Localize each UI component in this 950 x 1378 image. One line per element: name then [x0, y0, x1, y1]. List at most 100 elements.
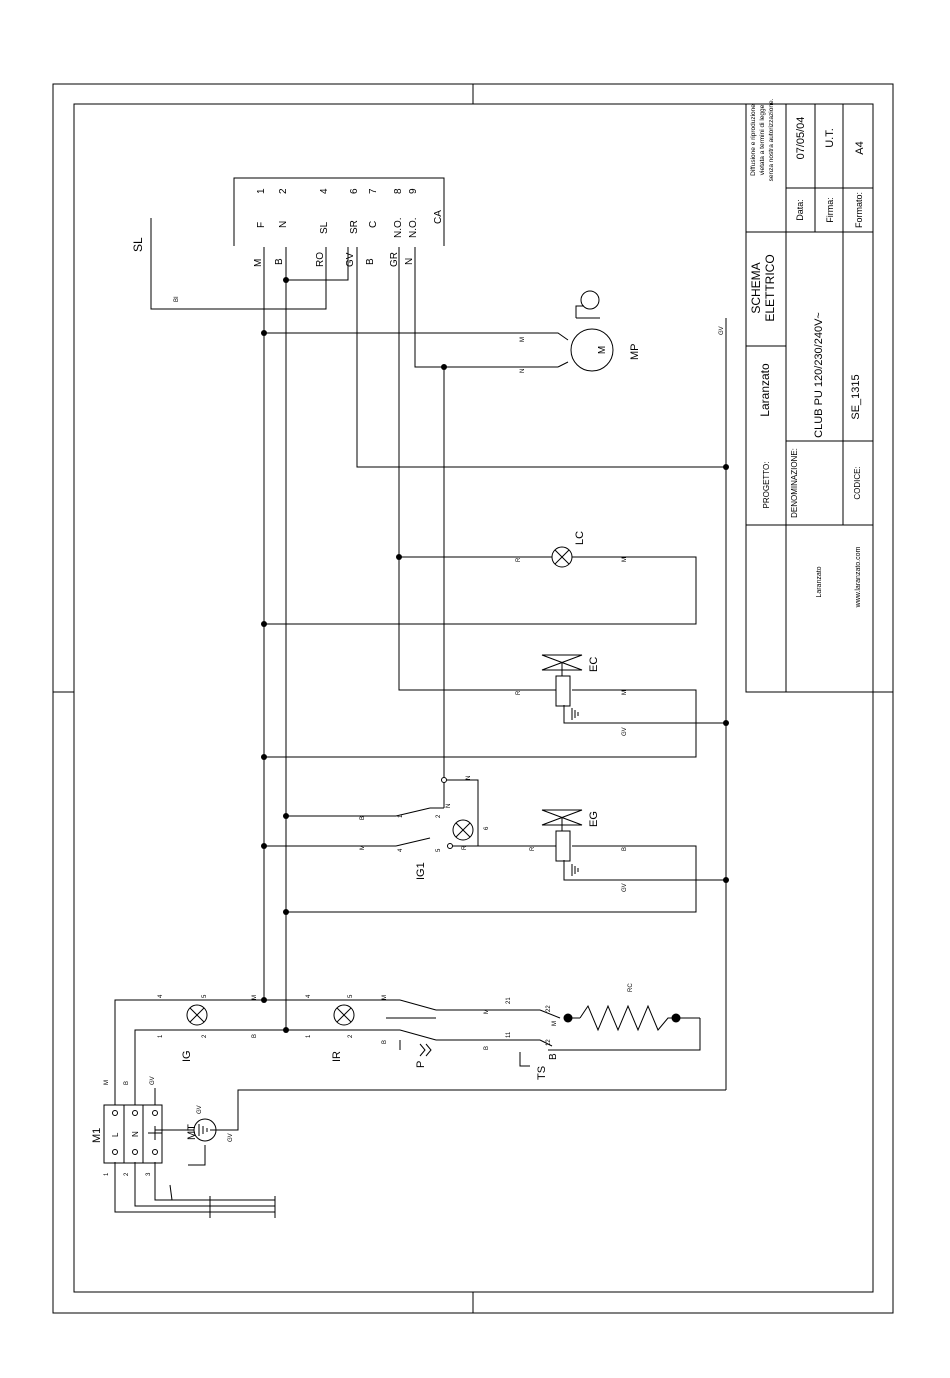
- pin-number: 1: [398, 814, 404, 818]
- rights-line-1: Diffusione e riproduzione: [750, 104, 757, 176]
- formato-label: Formato:: [854, 192, 864, 228]
- connector-signal: CA: [433, 210, 444, 224]
- sl-label: SL: [131, 237, 145, 252]
- m1-label: M1: [91, 1128, 103, 1143]
- pin-number: 5: [348, 994, 354, 998]
- pin-number: 12: [546, 1039, 552, 1046]
- switch-ig: IG 4 5 1 2 M B: [158, 994, 258, 1062]
- wire-label: B: [360, 816, 366, 820]
- connector-pin: 1: [256, 188, 267, 194]
- wire-label: M: [622, 557, 628, 562]
- thermostat-ts: TS M B 21 11 22 12 M B: [484, 997, 559, 1080]
- connector-signal: F: [256, 222, 267, 228]
- wire-label: B: [252, 1034, 258, 1038]
- wire-label: B: [548, 1053, 559, 1060]
- eg-label: EG: [588, 811, 600, 827]
- pin-number: 1: [158, 1034, 164, 1038]
- ground-mt: MT GV GV: [155, 1105, 234, 1142]
- pin-number: 4: [306, 994, 312, 998]
- wire-color-label: RO: [315, 252, 326, 267]
- ig-label: IG: [181, 1050, 193, 1062]
- ir-label: IR: [331, 1051, 343, 1062]
- wire-label: N: [466, 776, 472, 780]
- ts-label: TS: [536, 1066, 548, 1080]
- wire-label: M: [104, 1080, 110, 1085]
- denominazione-label: DENOMINAZIONE:: [790, 448, 799, 518]
- wire-label: N: [446, 804, 452, 808]
- denominazione-value: CLUB PU 120/230/240V~: [813, 312, 825, 438]
- connector-pin: 9: [408, 188, 419, 194]
- title-block-text: Diffusione e riproduzione vietata a term…: [749, 98, 866, 608]
- switch-ir: IR 4 5 1 2 M B: [306, 994, 388, 1062]
- rights-line-2: vietata a termini di legge: [759, 104, 766, 175]
- wire-label: N: [520, 369, 526, 373]
- motor-symbol: M: [597, 346, 608, 354]
- pin-number: 5: [202, 994, 208, 998]
- pin-number: 2: [436, 814, 442, 818]
- wire-color-label: N: [404, 258, 415, 265]
- pin-number: 2: [202, 1034, 208, 1038]
- connector-signal: N.O.: [393, 217, 404, 238]
- connector-block: 1 2 4 6 7 8 9 F N SL SR C N.O. N.O. CA M…: [233, 177, 445, 267]
- progetto-value: Laranzato: [758, 363, 772, 417]
- pin-number: 6: [484, 826, 490, 830]
- p-label: P: [415, 1061, 427, 1068]
- connector-pin: 2: [278, 188, 289, 194]
- wire-label: B: [382, 1040, 388, 1044]
- pin-number: 4: [398, 848, 404, 852]
- connector-signal: SR: [349, 220, 360, 234]
- wire-label: B: [484, 1046, 490, 1050]
- wire-label: GV: [150, 1076, 156, 1085]
- formato-value: A4: [854, 141, 866, 154]
- wire-label: B: [622, 847, 628, 851]
- mp-label: MP: [629, 344, 641, 361]
- mt-label: MT: [186, 1124, 198, 1140]
- wire-label: M: [622, 690, 628, 695]
- pin-number: 22: [546, 1005, 552, 1012]
- ig1-label: IG1: [415, 862, 427, 880]
- ec-label: EC: [588, 657, 600, 672]
- wire-color-label: B: [365, 258, 376, 265]
- date-value: 07/05/04: [795, 117, 807, 160]
- wire-label: R: [516, 690, 522, 695]
- wire-label: M: [382, 995, 388, 1000]
- firma-value: U.T.: [824, 128, 836, 148]
- lc-label: LC: [574, 531, 586, 545]
- wire-label: M: [484, 1009, 490, 1014]
- wire-label: M: [360, 845, 366, 850]
- wire-label: R: [462, 845, 468, 850]
- wire-label: GV: [228, 1133, 234, 1142]
- valve-ec: EC R M GV: [516, 654, 628, 736]
- terminal-block-m1: L N M1 M B GV 1 2 3: [91, 1076, 163, 1176]
- wire-label: M: [552, 1021, 558, 1026]
- lamp-lc: LC R M: [516, 531, 628, 568]
- connector-signal: SL: [319, 221, 330, 234]
- schema-line-1: SCHEMA: [749, 262, 763, 313]
- wire-color-label: M: [253, 259, 264, 267]
- wire-color-label: GV: [345, 252, 356, 267]
- wire-label: BI: [174, 296, 180, 302]
- wire-label: R: [516, 557, 522, 562]
- connector-pin: 8: [393, 188, 404, 194]
- company-name: Laranzato: [816, 566, 823, 597]
- pin-number: 4: [158, 994, 164, 998]
- connector-pin: 6: [349, 188, 360, 194]
- pin-number: 1: [104, 1172, 110, 1176]
- connector-pin: 4: [319, 188, 330, 194]
- company-website: www.laranzato.com: [855, 546, 862, 608]
- pin-number: 1: [306, 1034, 312, 1038]
- wire-label: B: [124, 1081, 130, 1085]
- pin-number: 3: [146, 1172, 152, 1176]
- pin-number: 11: [506, 1031, 512, 1038]
- pin-number: 21: [506, 997, 512, 1004]
- wire-label: GV: [719, 326, 725, 335]
- terminal-n: N: [131, 1131, 140, 1137]
- connector-signal: C: [368, 221, 379, 228]
- connector-signal: N: [278, 221, 289, 228]
- rc-label: RC: [628, 983, 634, 992]
- connector-signal: N.O.: [408, 217, 419, 238]
- resistor-rc: RC: [579, 983, 676, 1032]
- switch-ig1: IG1 B M N N R 1 2 4 5 6: [360, 776, 490, 880]
- motor-mp: M MP M N GV: [520, 290, 725, 373]
